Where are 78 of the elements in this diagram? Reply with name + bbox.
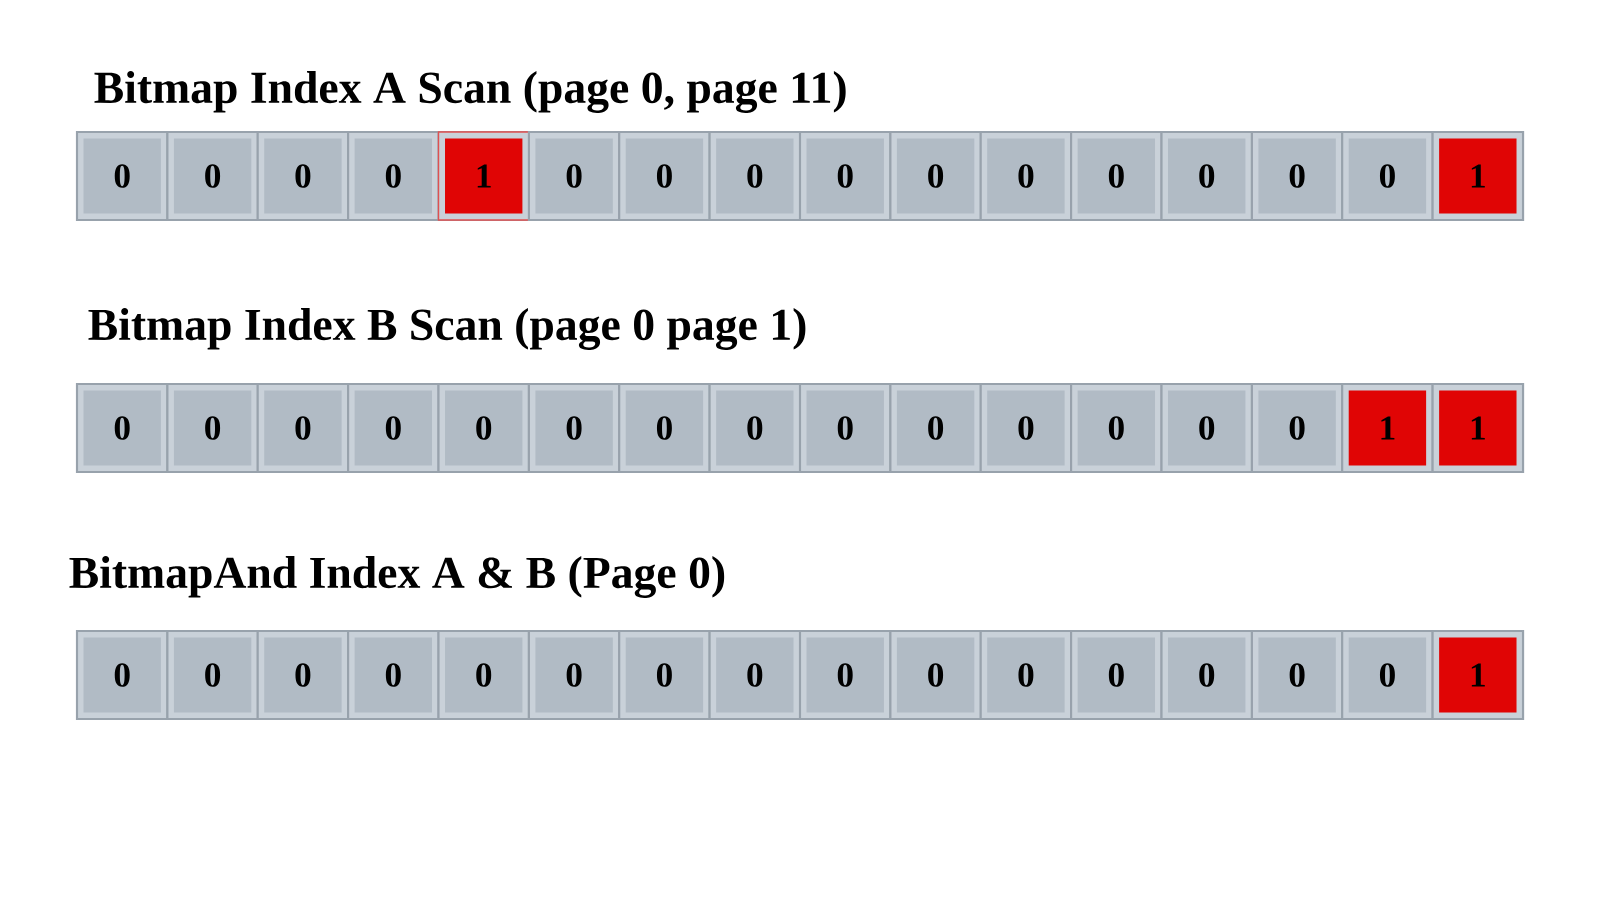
- bit-cell: 0: [708, 629, 802, 721]
- bit-cell: 0: [618, 382, 711, 474]
- node-label: 0: [747, 663, 763, 687]
- node-label: 0: [656, 164, 672, 188]
- node-label: 0: [1199, 164, 1215, 188]
- node-label: 0: [1199, 663, 1215, 687]
- node-label: 0: [747, 416, 763, 440]
- node-label: 0: [1108, 416, 1124, 440]
- bit-cell: 0: [527, 130, 621, 222]
- bit-cell: 0: [347, 382, 440, 474]
- node-label: 0: [928, 663, 944, 687]
- bit-cell: 0: [437, 629, 530, 721]
- node-label: 0: [476, 416, 492, 440]
- bit-cell: 0: [347, 629, 440, 721]
- bit-cell: 0: [75, 629, 169, 721]
- heading: BitmapAnd Index A & B (Page 0): [69, 556, 725, 598]
- bit-cell: 0: [889, 629, 982, 721]
- bit-cell: 0: [256, 130, 350, 222]
- bit-cell: 0: [1341, 629, 1434, 721]
- bit-cell: 0: [708, 130, 802, 222]
- bit-cell: 0: [618, 130, 711, 222]
- bit-cell: 1: [437, 131, 530, 221]
- bit-cell: 0: [1250, 130, 1344, 222]
- node-label: 0: [1108, 164, 1124, 188]
- bit-cell: 0: [75, 130, 169, 222]
- node-label: 0: [1379, 663, 1395, 687]
- bit-cell: 0: [1250, 382, 1344, 474]
- node-label: 0: [385, 164, 401, 188]
- bit-cell: 0: [166, 629, 259, 721]
- bit-cell: 1: [1341, 382, 1434, 474]
- node-label: 0: [205, 663, 221, 687]
- bit-cell: 0: [166, 382, 259, 474]
- bit-cell: 0: [1160, 130, 1253, 222]
- node-label: 0: [205, 416, 221, 440]
- bit-cell: 0: [166, 130, 259, 222]
- bit-cell: 0: [527, 382, 621, 474]
- bit-cell: 1: [1431, 629, 1525, 721]
- bit-cell: 0: [979, 382, 1073, 474]
- node-label: 0: [928, 416, 944, 440]
- bit-cell: 0: [256, 382, 350, 474]
- node-label: 0: [928, 164, 944, 188]
- node-label: 0: [385, 416, 401, 440]
- bit-cell: 0: [889, 382, 982, 474]
- node-label: 0: [1379, 164, 1395, 188]
- bit-cell: 0: [708, 382, 802, 474]
- bit-cell: 0: [1160, 629, 1253, 721]
- node-label: 0: [656, 663, 672, 687]
- bit-cell: 0: [798, 382, 892, 474]
- bit-cell: 0: [75, 382, 169, 474]
- bit-cell: 0: [798, 629, 892, 721]
- node-label: 1: [1381, 416, 1395, 440]
- bit-cell: 0: [1250, 629, 1344, 721]
- node-label: 0: [1199, 416, 1215, 440]
- bit-cell: 0: [1160, 382, 1253, 474]
- bit-cell: 0: [798, 130, 892, 222]
- bit-cell: 0: [437, 382, 530, 474]
- bit-cell: 0: [347, 130, 440, 222]
- bit-cell: 0: [527, 629, 621, 721]
- bit-cell: 0: [1070, 382, 1163, 474]
- node-label: 1: [477, 164, 491, 188]
- node-label: 0: [205, 164, 221, 188]
- bit-cell: 0: [1070, 629, 1163, 721]
- node-label: 0: [1108, 663, 1124, 687]
- bit-cell: 0: [979, 629, 1073, 721]
- node-label: 0: [476, 663, 492, 687]
- bit-cell: 0: [618, 629, 711, 721]
- node-label: 0: [747, 164, 763, 188]
- bit-cell: 0: [889, 130, 982, 222]
- bit-cell: 0: [979, 130, 1073, 222]
- bit-cell: 0: [1341, 130, 1434, 222]
- node-label: 0: [656, 416, 672, 440]
- node-label: 0: [385, 663, 401, 687]
- bit-cell: 1: [1431, 382, 1525, 474]
- heading: Bitmap Index B Scan (page 0 page 1): [88, 308, 806, 350]
- bit-cell: 0: [256, 629, 350, 721]
- bit-cell: 1: [1431, 130, 1525, 222]
- bit-cell: 0: [1070, 130, 1163, 222]
- heading: Bitmap Index A Scan (page 0, page 11): [94, 71, 846, 113]
